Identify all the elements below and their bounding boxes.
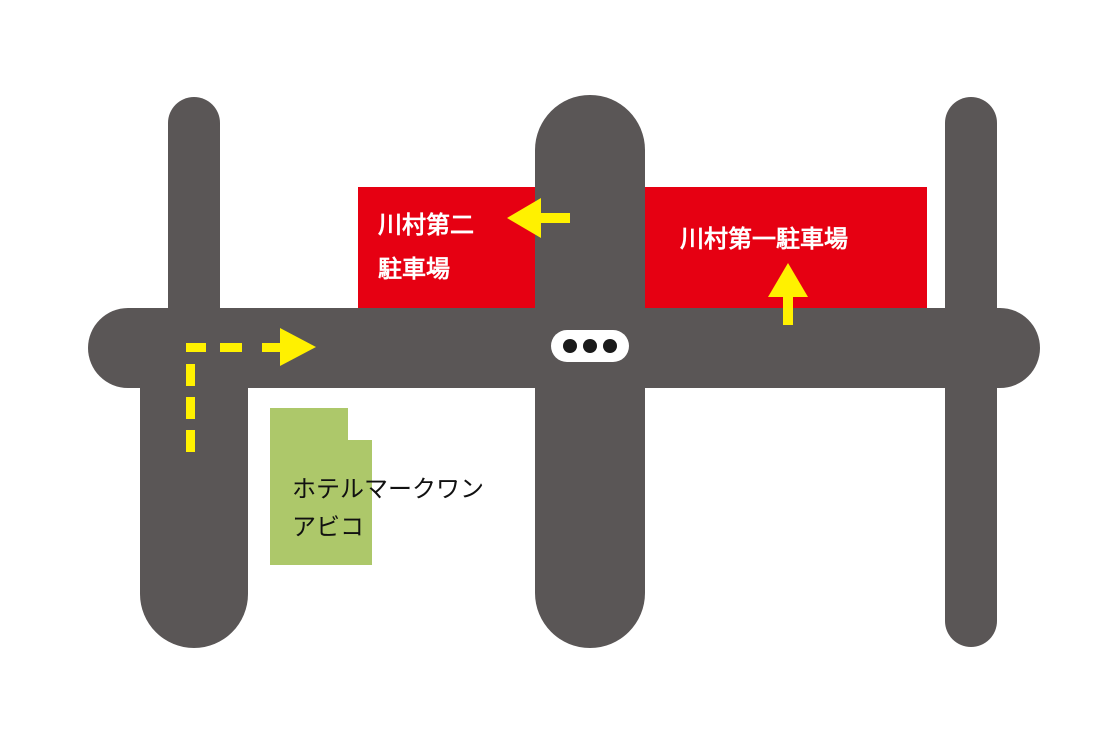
traffic-signal-icon xyxy=(551,330,629,362)
parking-lot-2-label-line2: 駐車場 xyxy=(378,255,450,283)
parking-lot-2 xyxy=(358,187,535,308)
road-middle xyxy=(535,95,645,648)
parking-lot-1-label: 川村第一駐車場 xyxy=(680,225,848,253)
arrow-up-icon xyxy=(768,263,808,325)
dashed-route-arrow-icon xyxy=(186,328,316,452)
parking-lot-2-label-line1: 川村第二 xyxy=(378,211,474,239)
road-left-lower xyxy=(140,330,248,648)
hotel-label-line1: ホテルマークワン xyxy=(292,475,484,503)
hotel-label-line2: アビコ xyxy=(292,513,364,541)
arrow-left-icon xyxy=(507,198,570,238)
hotel-building xyxy=(270,408,372,565)
road-left-upper xyxy=(168,97,220,347)
road-right xyxy=(945,97,997,647)
